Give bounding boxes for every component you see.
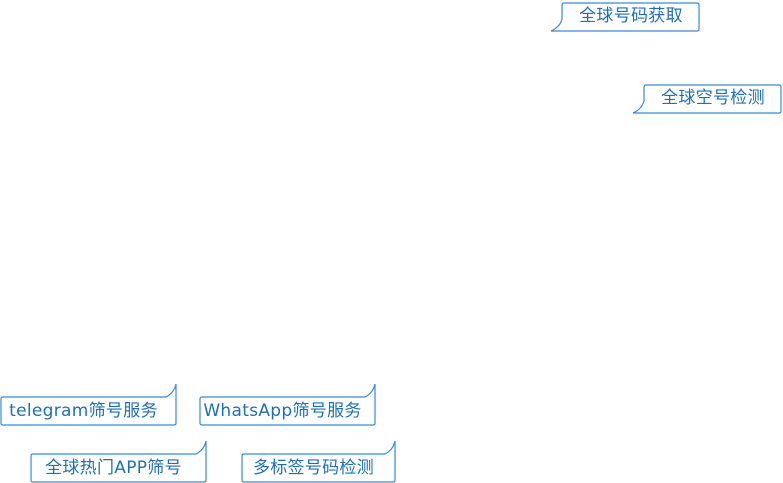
multi-tag-number-check-label: 多标签号码检测 [252,458,375,478]
whatsapp-filter-service-tag[interactable]: WhatsApp筛号服务 [199,383,376,426]
global-popular-app-filter-label: 全球热门APP筛号 [45,458,182,478]
global-empty-number-check-tag[interactable]: 全球空号检测 [632,84,782,114]
callout-frame [30,440,207,483]
telegram-filter-service-tag[interactable]: telegram筛号服务 [0,383,177,426]
callout-frame [0,383,177,426]
callout-frame [241,440,396,483]
global-number-fetch-label: 全球号码获取 [579,6,683,26]
global-number-fetch-tag[interactable]: 全球号码获取 [550,2,700,32]
multi-tag-number-check-tag[interactable]: 多标签号码检测 [241,440,396,483]
telegram-filter-service-label: telegram筛号服务 [9,401,158,421]
whatsapp-filter-service-label: WhatsApp筛号服务 [203,401,362,421]
callout-frame [632,84,782,114]
global-popular-app-filter-tag[interactable]: 全球热门APP筛号 [30,440,207,483]
callout-frame [550,2,700,32]
global-empty-number-check-label: 全球空号检测 [661,88,765,108]
callout-frame [199,383,376,426]
